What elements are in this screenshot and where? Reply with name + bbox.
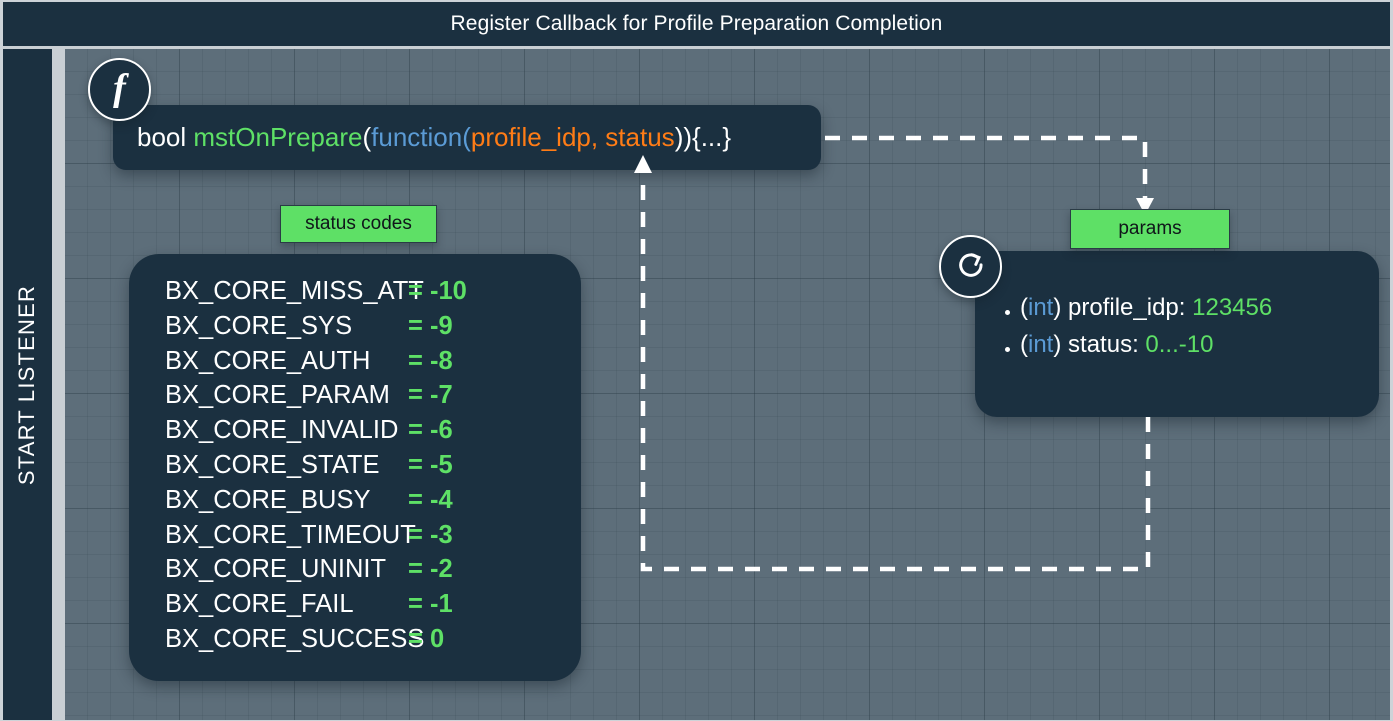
param-name: profile_idp: [1068, 293, 1186, 321]
status-code-row: BX_CORE_FAIL = -1 [165, 590, 581, 625]
status-codes-chip: status codes [280, 205, 437, 243]
status-code-name: BX_CORE_INVALID [165, 416, 399, 445]
status-code-value: = -7 [408, 381, 453, 410]
param-paren-close: ) [1053, 293, 1062, 321]
status-code-row: BX_CORE_SYS = -9 [165, 312, 581, 347]
param-row: (int) status: 0...-10 [1001, 326, 1379, 363]
status-code-name: BX_CORE_SYS [165, 311, 353, 340]
status-code-name: BX_CORE_BUSY [165, 485, 371, 514]
param-name: status: [1068, 330, 1139, 358]
rail-gap [52, 49, 65, 720]
status-code-name: BX_CORE_SUCCESS [165, 624, 425, 653]
signature-paren-open: ( [362, 122, 372, 152]
refresh-icon [939, 235, 1002, 298]
status-code-value: = -10 [408, 277, 467, 305]
diagram-canvas: f bool mstOnPrepare(function(profile_idp… [65, 49, 1390, 720]
status-code-value: = -8 [408, 346, 453, 375]
signature-body: {...} [692, 122, 732, 152]
params-list: (int) profile_idp: 123456 (int) status: … [975, 251, 1379, 363]
params-chip: params [1070, 209, 1230, 249]
page-title-text: Register Callback for Profile Preparatio… [450, 12, 943, 35]
status-code-value: = -5 [408, 450, 453, 479]
bullet-icon [1005, 346, 1010, 352]
status-code-name: BX_CORE_STATE [165, 450, 380, 479]
status-code-name: BX_CORE_MISS_ATT [165, 277, 424, 305]
function-f-icon: f [88, 58, 151, 121]
signature-paren-close: )) [674, 122, 693, 152]
start-listener-label: START LISTENER [14, 284, 40, 485]
status-code-row: BX_CORE_SUCCESS= 0 [165, 625, 581, 660]
status-code-value: = -9 [408, 311, 453, 340]
param-value: 123456 [1192, 293, 1273, 321]
signature-callback-keyword: function [371, 122, 463, 152]
function-signature-card[interactable]: bool mstOnPrepare(function(profile_idp, … [113, 105, 821, 170]
params-card: (int) profile_idp: 123456 (int) status: … [975, 251, 1379, 417]
signature-paren-open-2: ( [462, 122, 471, 152]
status-codes-chip-label: status codes [305, 213, 412, 234]
status-codes-list: BX_CORE_MISS_ATT= -10 BX_CORE_SYS = -9 BX… [129, 254, 581, 660]
param-type: int [1028, 330, 1054, 358]
status-code-name: BX_CORE_AUTH [165, 346, 371, 375]
param-type: int [1028, 293, 1054, 321]
status-code-value: = -4 [408, 485, 453, 514]
status-code-row: BX_CORE_PARAM = -7 [165, 381, 581, 416]
param-row: (int) profile_idp: 123456 [1001, 289, 1379, 326]
param-value: 0...-10 [1145, 330, 1214, 358]
param-paren-open: ( [1020, 293, 1028, 321]
params-chip-label: params [1118, 218, 1182, 239]
signature-return-type: bool [137, 122, 187, 152]
status-code-value: = -3 [408, 520, 453, 549]
param-paren-close: ) [1053, 330, 1062, 358]
start-listener-rail: START LISTENER [3, 49, 52, 720]
param-paren-open: ( [1020, 330, 1028, 358]
status-code-name: BX_CORE_UNINIT [165, 555, 387, 584]
status-code-value: = 0 [408, 624, 445, 653]
status-code-row: BX_CORE_UNINIT = -2 [165, 555, 581, 590]
function-signature-text: bool mstOnPrepare(function(profile_idp, … [113, 122, 731, 153]
page-title: Register Callback for Profile Preparatio… [3, 2, 1390, 46]
signature-function-name: mstOnPrepare [193, 122, 363, 152]
status-code-value: = -2 [408, 555, 453, 584]
signature-args: profile_idp, status [470, 122, 675, 152]
status-code-value: = -6 [408, 416, 453, 445]
status-code-row: BX_CORE_STATE = -5 [165, 451, 581, 486]
status-code-row: BX_CORE_BUSY = -4 [165, 486, 581, 521]
status-codes-card: BX_CORE_MISS_ATT= -10 BX_CORE_SYS = -9 BX… [129, 254, 581, 681]
status-code-row: BX_CORE_INVALID = -6 [165, 416, 581, 451]
status-code-name: BX_CORE_PARAM [165, 381, 390, 410]
status-code-row: BX_CORE_AUTH = -8 [165, 347, 581, 382]
status-code-value: = -1 [408, 590, 453, 619]
bullet-icon [1005, 309, 1010, 315]
status-code-row: BX_CORE_TIMEOUT= -3 [165, 521, 581, 556]
status-code-name: BX_CORE_FAIL [165, 590, 354, 619]
status-code-name: BX_CORE_TIMEOUT [165, 520, 416, 549]
status-code-row: BX_CORE_MISS_ATT= -10 [165, 277, 581, 312]
